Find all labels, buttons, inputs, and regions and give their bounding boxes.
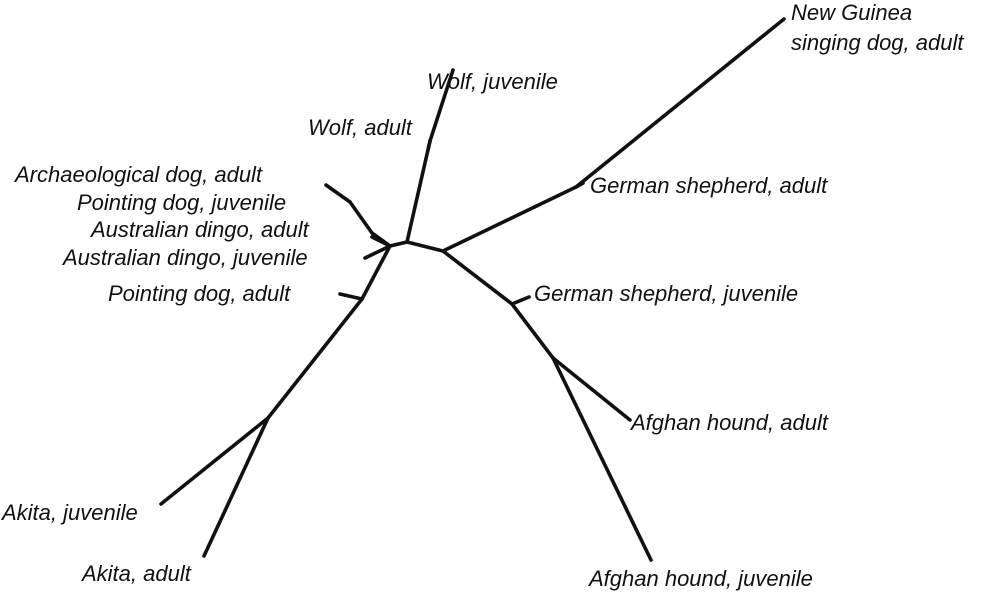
label-dingo-juvenile: Australian dingo, juvenile [61,245,308,270]
label-pointing-juvenile: Pointing dog, juvenile [77,190,286,215]
branch-wolf-juvenile [428,68,455,143]
branch-to-wolf-node [405,139,432,244]
label-archaeological-adult: Archaeological dog, adult [13,162,263,187]
label-wolf-juvenile: Wolf, juvenile [427,69,558,94]
branch-wolf-adult [426,139,432,152]
branch-to-gs-adult-node [441,185,578,253]
branch-center-left-hub [388,240,409,248]
branch-pointing-adult [338,292,364,301]
branch-akita-juvenile [159,416,270,506]
branch-to-akita-node [266,297,364,420]
leaf-labels: New Guinea singing dog, adult Wolf, juve… [0,0,964,591]
label-new-guinea-singing-line2: singing dog, adult [791,30,964,55]
branch-archaeo-pointing-juv [348,200,374,235]
label-akita-adult: Akita, adult [80,561,192,586]
branch-afghan-juvenile [551,356,653,562]
label-wolf-adult: Wolf, adult [308,115,413,140]
branch-afghan-adult [551,356,632,422]
label-german-shepherd-adult: German shepherd, adult [590,173,828,198]
label-afghan-adult: Afghan hound, adult [629,410,829,435]
label-pointing-adult: Pointing dog, adult [108,281,291,306]
branch-archaeological-adult [324,183,352,204]
branch-dingo-adult [370,235,392,248]
label-new-guinea-singing-line1: New Guinea [791,0,912,25]
branch-dingo-juvenile [363,244,392,260]
branch-akita-adult [202,416,270,558]
branch-to-afghan-node [510,302,555,360]
branch-new-guinea-singing [574,17,786,189]
branch-to-pointing-node [360,244,392,301]
tree-branches [159,17,786,562]
branch-gs-juvenile [510,295,531,306]
label-afghan-juvenile: Afghan hound, juvenile [587,566,813,591]
label-akita-juvenile: Akita, juvenile [0,500,138,525]
label-german-shepherd-juvenile: German shepherd, juvenile [534,281,798,306]
branch-to-gs-juv-node [441,249,514,306]
branch-center-right [405,240,445,253]
label-dingo-adult: Australian dingo, adult [89,217,310,242]
